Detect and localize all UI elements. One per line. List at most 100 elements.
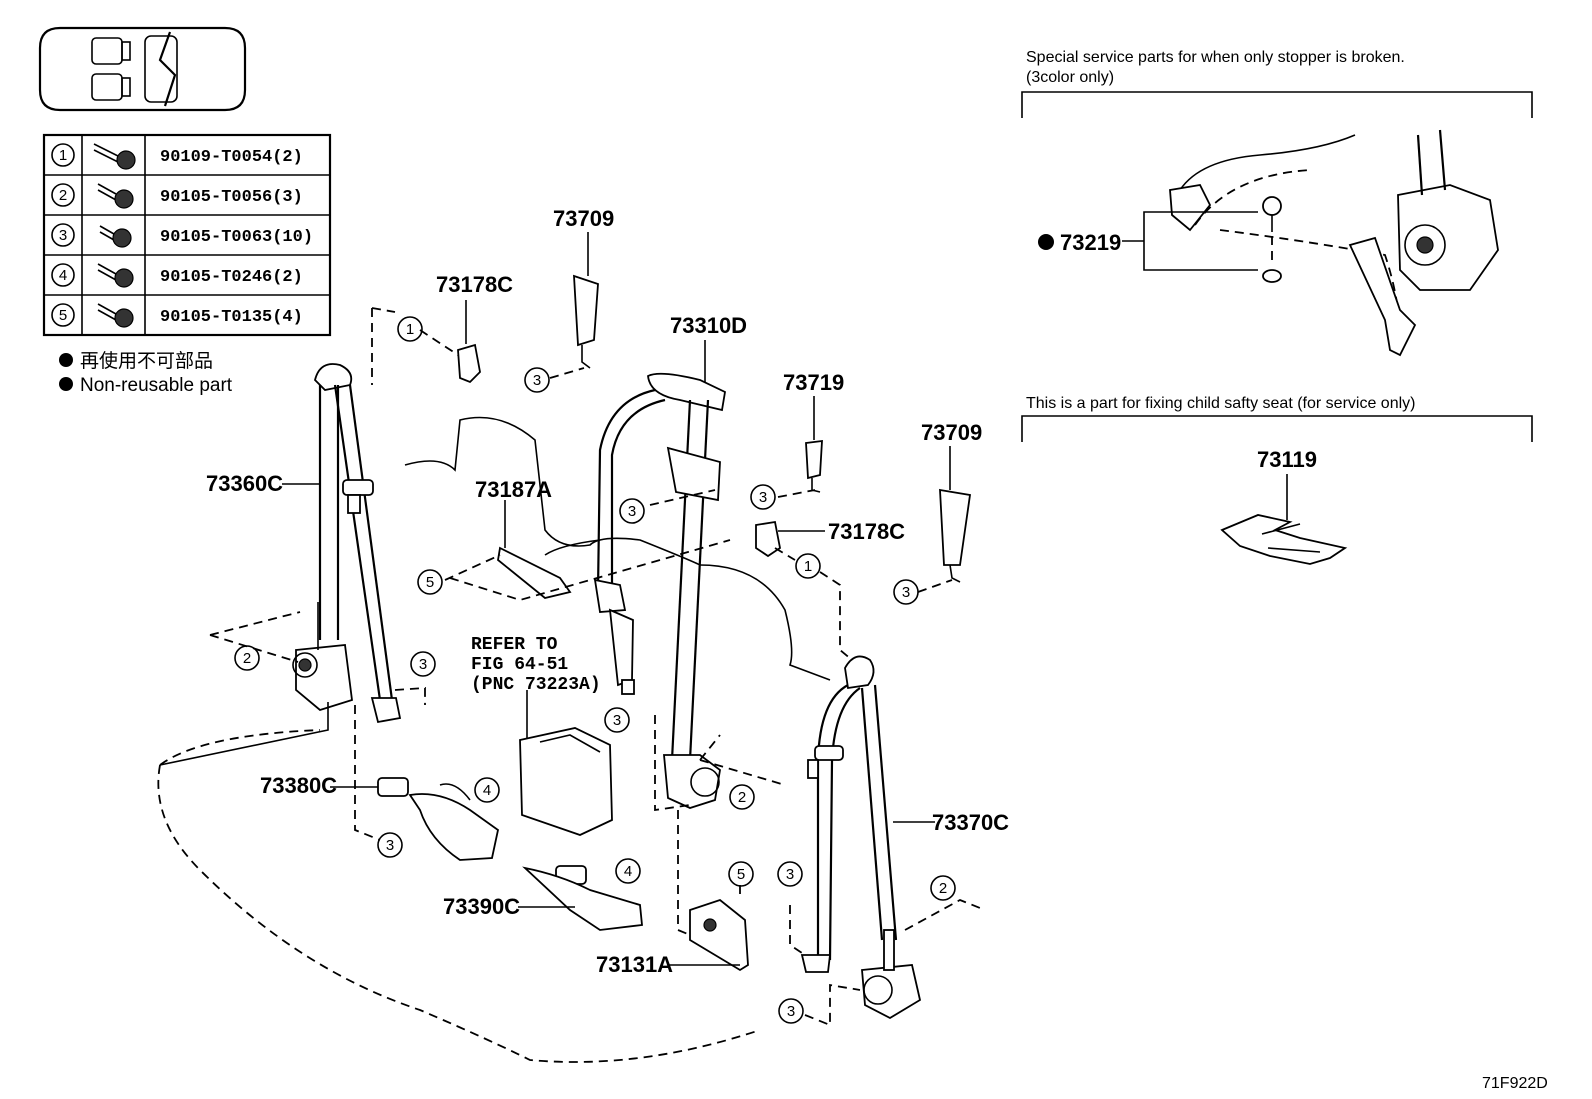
callout: 2 [234,645,260,671]
refer-line: REFER TO [471,635,558,655]
bolt-icon [93,143,136,170]
fastener-number: 3 [59,227,67,244]
svg-text:4: 4 [483,782,491,799]
svg-text:3: 3 [419,656,427,673]
svg-text:3: 3 [628,503,636,520]
buckle-73380c [330,777,500,861]
callout: 3 [778,998,804,1024]
part-label-73131a: 73131A [596,952,673,977]
fastener-number: 5 [59,307,67,324]
fastener-number: 1 [59,147,67,164]
part-label-73219: 73219 [1060,230,1121,255]
svg-text:3: 3 [786,866,794,883]
svg-text:1: 1 [406,321,414,338]
svg-text:2: 2 [939,880,947,897]
part-label-73719: 73719 [783,370,844,395]
callout: 1 [397,316,423,342]
svg-text:3: 3 [902,584,910,601]
part-label-73709: 73709 [553,206,614,231]
special-note: Special service parts for when only stop… [1026,49,1405,66]
bolt-icon [97,183,134,209]
bracket-73187a [444,500,731,601]
callout: 3 [893,579,919,605]
table-row: 5 90105-T0135(4) [51,303,303,328]
callout: 2 [930,875,956,901]
fastener-number: 4 [59,267,67,284]
svg-text:3: 3 [613,712,621,729]
vehicle-locator-icon [38,26,247,112]
callout: 3 [604,707,630,733]
fastener-number-badge [51,143,75,167]
svg-text:4: 4 [624,863,632,880]
svg-text:2: 2 [243,650,251,667]
callout: 4 [474,777,500,803]
belt-73709-right [917,446,972,593]
part-label-73370c: 73370C [932,810,1009,835]
svg-text:3: 3 [533,372,541,389]
callout: 3 [777,861,803,887]
svg-text:3: 3 [759,489,767,506]
svg-text:3: 3 [386,837,394,854]
svg-text:1: 1 [804,558,812,575]
non-reusable-bullet-icon [1038,234,1054,250]
svg-text:5: 5 [426,574,434,591]
bracket-73131a [668,810,749,972]
fastener-number-badge [51,223,75,247]
table-row: 3 90105-T0063(10) [51,223,313,248]
fastener-number: 2 [59,187,67,204]
fastener-part-number: 90105-T0056(3) [160,188,303,207]
bullet-icon [59,377,73,391]
part-label-73178c: 73178C [828,519,905,544]
part-label-73709: 73709 [921,420,982,445]
callout: 5 [417,569,443,595]
retractor-housing [519,690,613,836]
buckle-73390c [518,865,643,931]
bolt-icon [97,303,134,328]
fastener-part-number: 90105-T0135(4) [160,308,303,327]
seat-belt-73360c [159,363,402,766]
legend-jp: 再使用不可部品 [80,350,213,372]
callout: 4 [615,858,641,884]
part-label-73187a: 73187A [475,477,552,502]
svg-text:3: 3 [787,1003,795,1020]
fastener-number-badge [51,263,75,287]
svg-text:2: 2 [738,789,746,806]
seat-belt-73310d [593,340,726,809]
fastener-part-number: 90105-T0063(10) [160,228,313,247]
part-label-73360c: 73360C [206,471,283,496]
bullet-icon [59,353,73,367]
refer-line: FIG 64-51 [471,655,568,675]
child-seat-panel: This is a part for fixing child safty se… [1021,395,1533,565]
fastener-part-number: 90109-T0054(2) [160,148,303,167]
bolt-icon [97,263,134,288]
legend: 再使用不可部品 Non-reusable part [59,350,233,396]
svg-text:5: 5 [737,866,745,883]
bolt-icon [99,225,132,248]
table-row: 4 90105-T0246(2) [51,263,303,288]
fastener-number-badge [51,183,75,207]
callout: 1 [795,553,821,579]
seat-belt-73370c [800,655,935,1020]
cover-73178c-mid [755,520,859,666]
fastener-table: 1 90109-T0054(2) 2 90105-T0056(3) 3 9010 [42,133,332,337]
anchor-73719 [777,396,823,498]
legend-en: Non-reusable part [80,375,233,396]
part-label-73310d: 73310D [670,313,747,338]
part-label-73390c: 73390C [443,894,520,919]
table-row: 1 90109-T0054(2) [51,143,303,170]
callout: 5 [728,861,754,887]
callout: 3 [410,651,436,677]
callout: 3 [524,367,550,393]
callout: 3 [377,832,403,858]
part-label-73178c: 73178C [436,272,513,297]
child-seat-note: This is a part for fixing child safty se… [1026,395,1415,412]
fastener-part-number: 90105-T0246(2) [160,268,303,287]
cover-73178c-top [419,300,481,384]
fastener-number-badge [51,303,75,327]
part-label-73119: 73119 [1257,447,1317,472]
figure-code: 71F922D [1482,1075,1548,1092]
refer-line: (PNC 73223A) [471,675,601,695]
special-note-sub: (3color only) [1026,69,1114,86]
special-service-panel: Special service parts for when only stop… [1021,49,1533,357]
